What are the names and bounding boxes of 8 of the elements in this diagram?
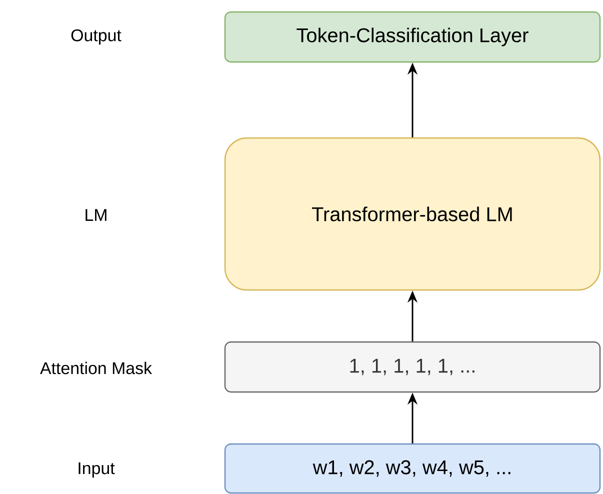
row-label: LM (86, 209, 106, 221)
row-label: Attention Mask (40, 362, 152, 374)
row-label: Output (71, 29, 122, 45)
layer-box: Token-Classification Layer (224, 11, 601, 63)
layer-box: w1, w2, w3, w4, w5, ... (224, 443, 601, 494)
row-label: Input (78, 462, 115, 478)
layer-box: Transformer-based LM (224, 137, 601, 291)
layer-box: 1, 1, 1, 1, 1, ... (224, 341, 601, 393)
